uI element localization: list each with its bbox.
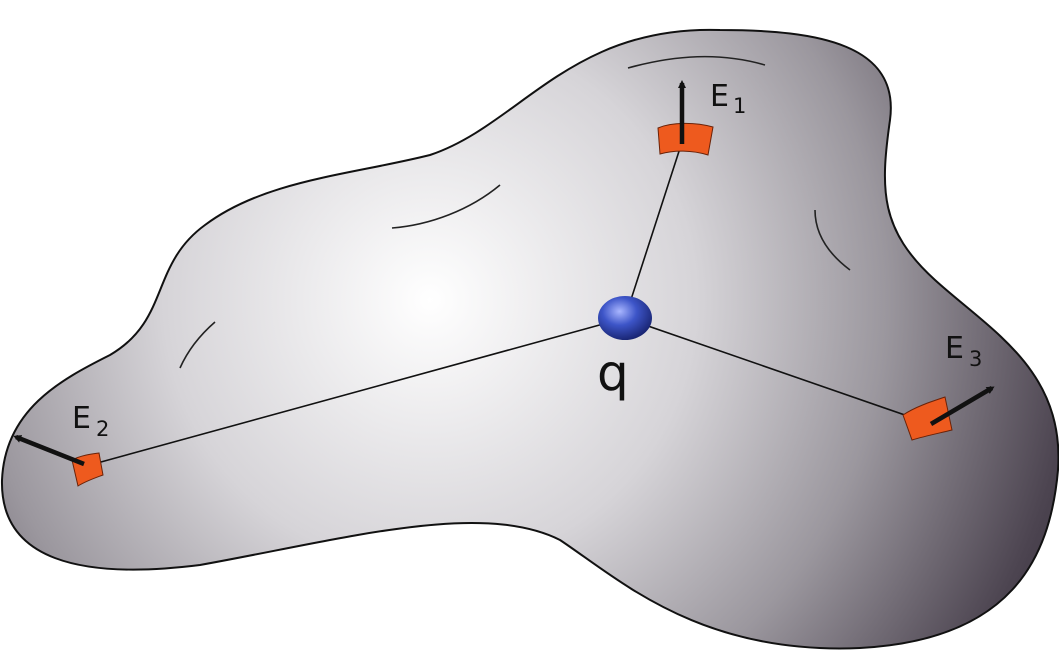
field-label-1-main: E (710, 79, 729, 114)
point-charge (598, 296, 652, 340)
shading-line (627, 55, 766, 69)
radial-line-3 (624, 317, 926, 423)
patch-3 (902, 396, 953, 441)
field-lines (89, 141, 926, 466)
charge-label: q (597, 344, 629, 402)
field-label-2-main: E (72, 401, 91, 436)
field-arrows (13, 80, 995, 467)
field-label-3-main: E (945, 331, 964, 366)
field-arrow-3 (929, 386, 995, 426)
shading-line (814, 209, 851, 271)
field-label-2-sub: 2 (96, 417, 109, 441)
field-arrow-2 (13, 434, 85, 467)
patch-1 (657, 122, 714, 156)
field-label-3-sub: 3 (969, 347, 982, 371)
shading-line (179, 321, 216, 369)
surface-shading-lines (179, 55, 851, 369)
gaussian-surface (0, 28, 1059, 650)
field-label-2: E 2 (72, 401, 109, 441)
shading-line (391, 184, 501, 229)
field-label-1-sub: 1 (733, 94, 746, 118)
radial-line-1 (624, 141, 683, 319)
radial-line-2 (89, 317, 626, 466)
field-label-1: E 1 (710, 79, 746, 118)
field-label-3: E 3 (945, 331, 982, 371)
